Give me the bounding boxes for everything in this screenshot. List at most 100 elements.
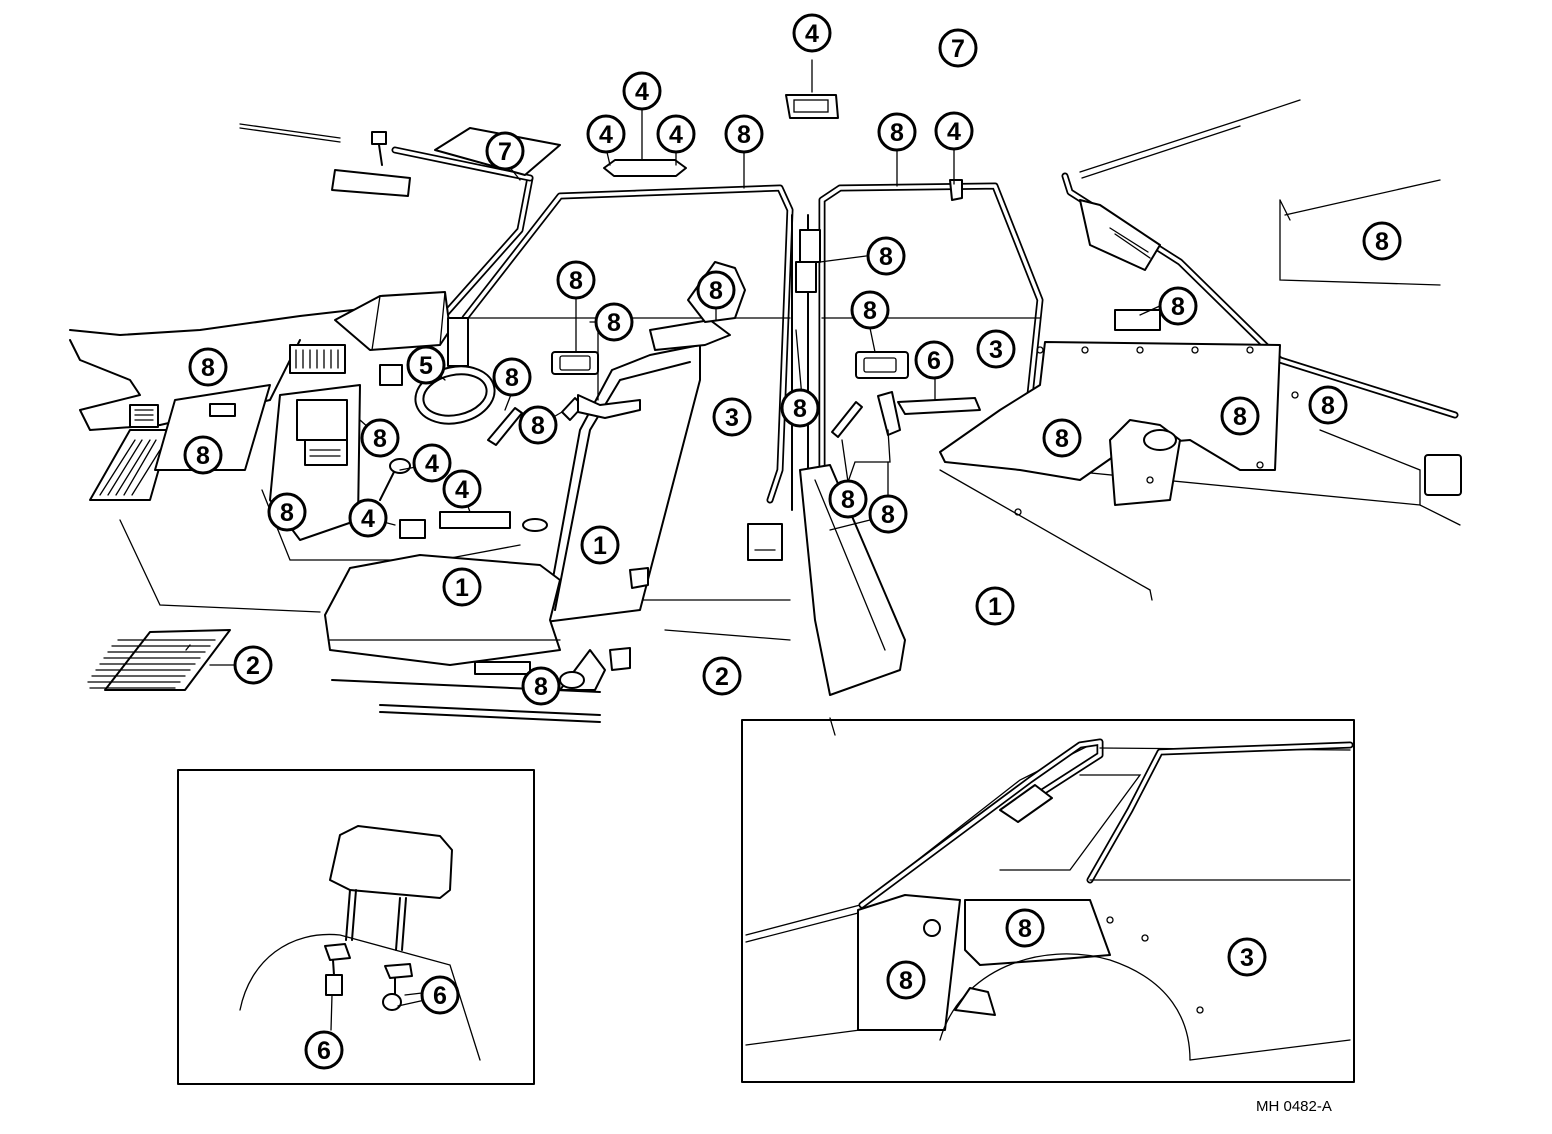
callout-number: 3	[1240, 944, 1254, 972]
rear-quarter-inset-frame	[741, 719, 1355, 1083]
callout-circle	[188, 347, 228, 387]
callout-number: 8	[534, 673, 548, 701]
callout-circle	[580, 525, 620, 565]
callout-number: 4	[425, 450, 439, 478]
callout-circle	[1308, 385, 1348, 425]
callout-number: 8	[879, 243, 893, 271]
callout-3: 3	[712, 397, 752, 437]
callout-circle	[233, 645, 273, 685]
callout-circle	[792, 13, 832, 53]
callout-number: 8	[373, 425, 387, 453]
callout-8: 8	[828, 479, 868, 519]
callout-circle	[702, 656, 742, 696]
callout-7: 7	[938, 28, 978, 68]
callout-5: 5	[406, 345, 446, 385]
callout-8: 8	[360, 418, 400, 458]
callout-circle	[442, 567, 482, 607]
callout-number: 6	[927, 347, 941, 375]
callout-8: 8	[183, 435, 223, 475]
callout-4: 4	[622, 71, 662, 111]
callout-circle	[1158, 286, 1198, 326]
callout-number: 8	[793, 395, 807, 423]
callout-3: 3	[976, 329, 1016, 369]
callout-8: 8	[1042, 418, 1082, 458]
callout-number: 8	[881, 501, 895, 529]
callout-number: 8	[863, 297, 877, 325]
callout-circle	[622, 71, 662, 111]
callout-number: 7	[951, 35, 965, 63]
callout-circle	[586, 114, 626, 154]
callout-number: 4	[361, 505, 375, 533]
callout-number: 4	[947, 118, 961, 146]
callout-number: 6	[433, 982, 447, 1010]
callout-8: 8	[556, 260, 596, 300]
callout-number: 4	[635, 78, 649, 106]
callout-circle	[406, 345, 446, 385]
callout-circle	[485, 131, 525, 171]
callout-circle	[183, 435, 223, 475]
callout-circle	[914, 340, 954, 380]
callout-number: 8	[280, 499, 294, 527]
callout-circle	[1220, 396, 1260, 436]
callout-8: 8	[696, 270, 736, 310]
callout-8: 8	[188, 347, 228, 387]
callout-8: 8	[850, 290, 890, 330]
callout-number: 8	[1171, 293, 1185, 321]
callout-number: 1	[455, 574, 469, 602]
callout-6: 6	[914, 340, 954, 380]
callout-circle	[1362, 221, 1402, 261]
callout-1: 1	[580, 525, 620, 565]
callout-number: 4	[669, 121, 683, 149]
callout-circle	[828, 479, 868, 519]
callout-number: 6	[317, 1037, 331, 1065]
callout-8: 8	[594, 302, 634, 342]
callout-1: 1	[442, 567, 482, 607]
callout-8: 8	[267, 492, 307, 532]
callout-circle	[656, 114, 696, 154]
callout-2: 2	[233, 645, 273, 685]
callout-number: 3	[989, 336, 1003, 364]
callout-number: 5	[419, 352, 433, 380]
callout-number: 8	[1375, 228, 1389, 256]
callout-circle	[886, 960, 926, 1000]
callout-6: 6	[420, 975, 460, 1015]
callout-1: 1	[975, 586, 1015, 626]
callout-7: 7	[485, 131, 525, 171]
callout-4: 4	[792, 13, 832, 53]
callout-number: 8	[1233, 403, 1247, 431]
callout-number: 8	[201, 354, 215, 382]
callout-circle	[976, 329, 1016, 369]
callout-8: 8	[1362, 221, 1402, 261]
callout-number: 8	[607, 309, 621, 337]
callout-number: 3	[725, 404, 739, 432]
callout-circle	[934, 111, 974, 151]
callout-8: 8	[521, 666, 561, 706]
callout-circle	[1005, 908, 1045, 948]
callout-circle	[868, 494, 908, 534]
callout-8: 8	[724, 114, 764, 154]
callout-8: 8	[1308, 385, 1348, 425]
callout-circle	[420, 975, 460, 1015]
callout-number: 8	[569, 267, 583, 295]
callout-8: 8	[868, 494, 908, 534]
callout-4: 4	[412, 443, 452, 483]
callout-8: 8	[1158, 286, 1198, 326]
callout-number: 8	[505, 364, 519, 392]
callout-circle	[556, 260, 596, 300]
callout-number: 4	[455, 476, 469, 504]
callout-circle	[866, 236, 906, 276]
callout-8: 8	[492, 357, 532, 397]
callout-8: 8	[518, 405, 558, 445]
callout-number: 8	[1018, 915, 1032, 943]
callout-circle	[267, 492, 307, 532]
callout-circle	[442, 469, 482, 509]
callout-2: 2	[702, 656, 742, 696]
callout-number: 1	[593, 532, 607, 560]
rear-quarter-inset	[741, 719, 1355, 1083]
callout-number: 8	[899, 967, 913, 995]
callout-circle	[877, 112, 917, 152]
headrest-inset-frame	[177, 769, 535, 1085]
callout-circle	[1042, 418, 1082, 458]
